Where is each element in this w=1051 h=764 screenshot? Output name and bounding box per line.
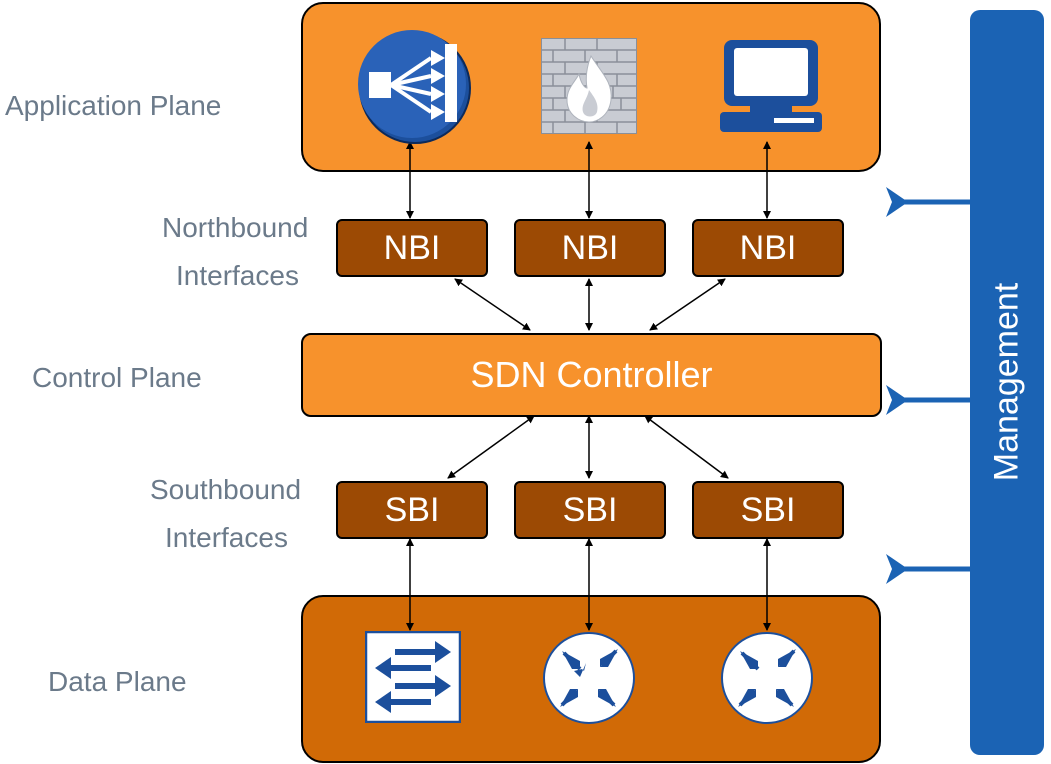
sbi-box-1: SBI [336,481,488,539]
application-plane-label: Application Plane [5,90,222,121]
southbound-label-line2: Interfaces [165,522,288,553]
management-bar [970,10,1044,755]
southbound-label-line1: Southbound [150,474,302,505]
control-plane-label: Control Plane [32,362,202,393]
computer-icon [720,40,822,132]
northbound-label-line2: Interfaces [176,260,299,291]
data-plane-label: Data Plane [48,666,187,697]
management-label: Management [987,282,1026,482]
nbi-controller-arrow-3 [649,278,726,331]
sdn-controller: SDN Controller [301,333,882,417]
router-icon [543,632,635,724]
sbi-box-2: SBI [514,481,666,539]
router-icon [721,632,813,724]
northbound-label-line1: Northbound [162,212,309,243]
nbi-box-1: NBI [336,219,488,277]
load-balancer-icon [358,30,471,144]
controller-sbi-arrow-1 [447,415,535,479]
firewall-icon [541,38,637,134]
controller-sbi-arrow-3 [644,415,729,479]
sbi-box-3: SBI [692,481,844,539]
switch-icon [365,631,461,723]
nbi-box-2: NBI [514,219,666,277]
nbi-controller-arrow-1 [454,278,531,331]
nbi-box-3: NBI [692,219,844,277]
